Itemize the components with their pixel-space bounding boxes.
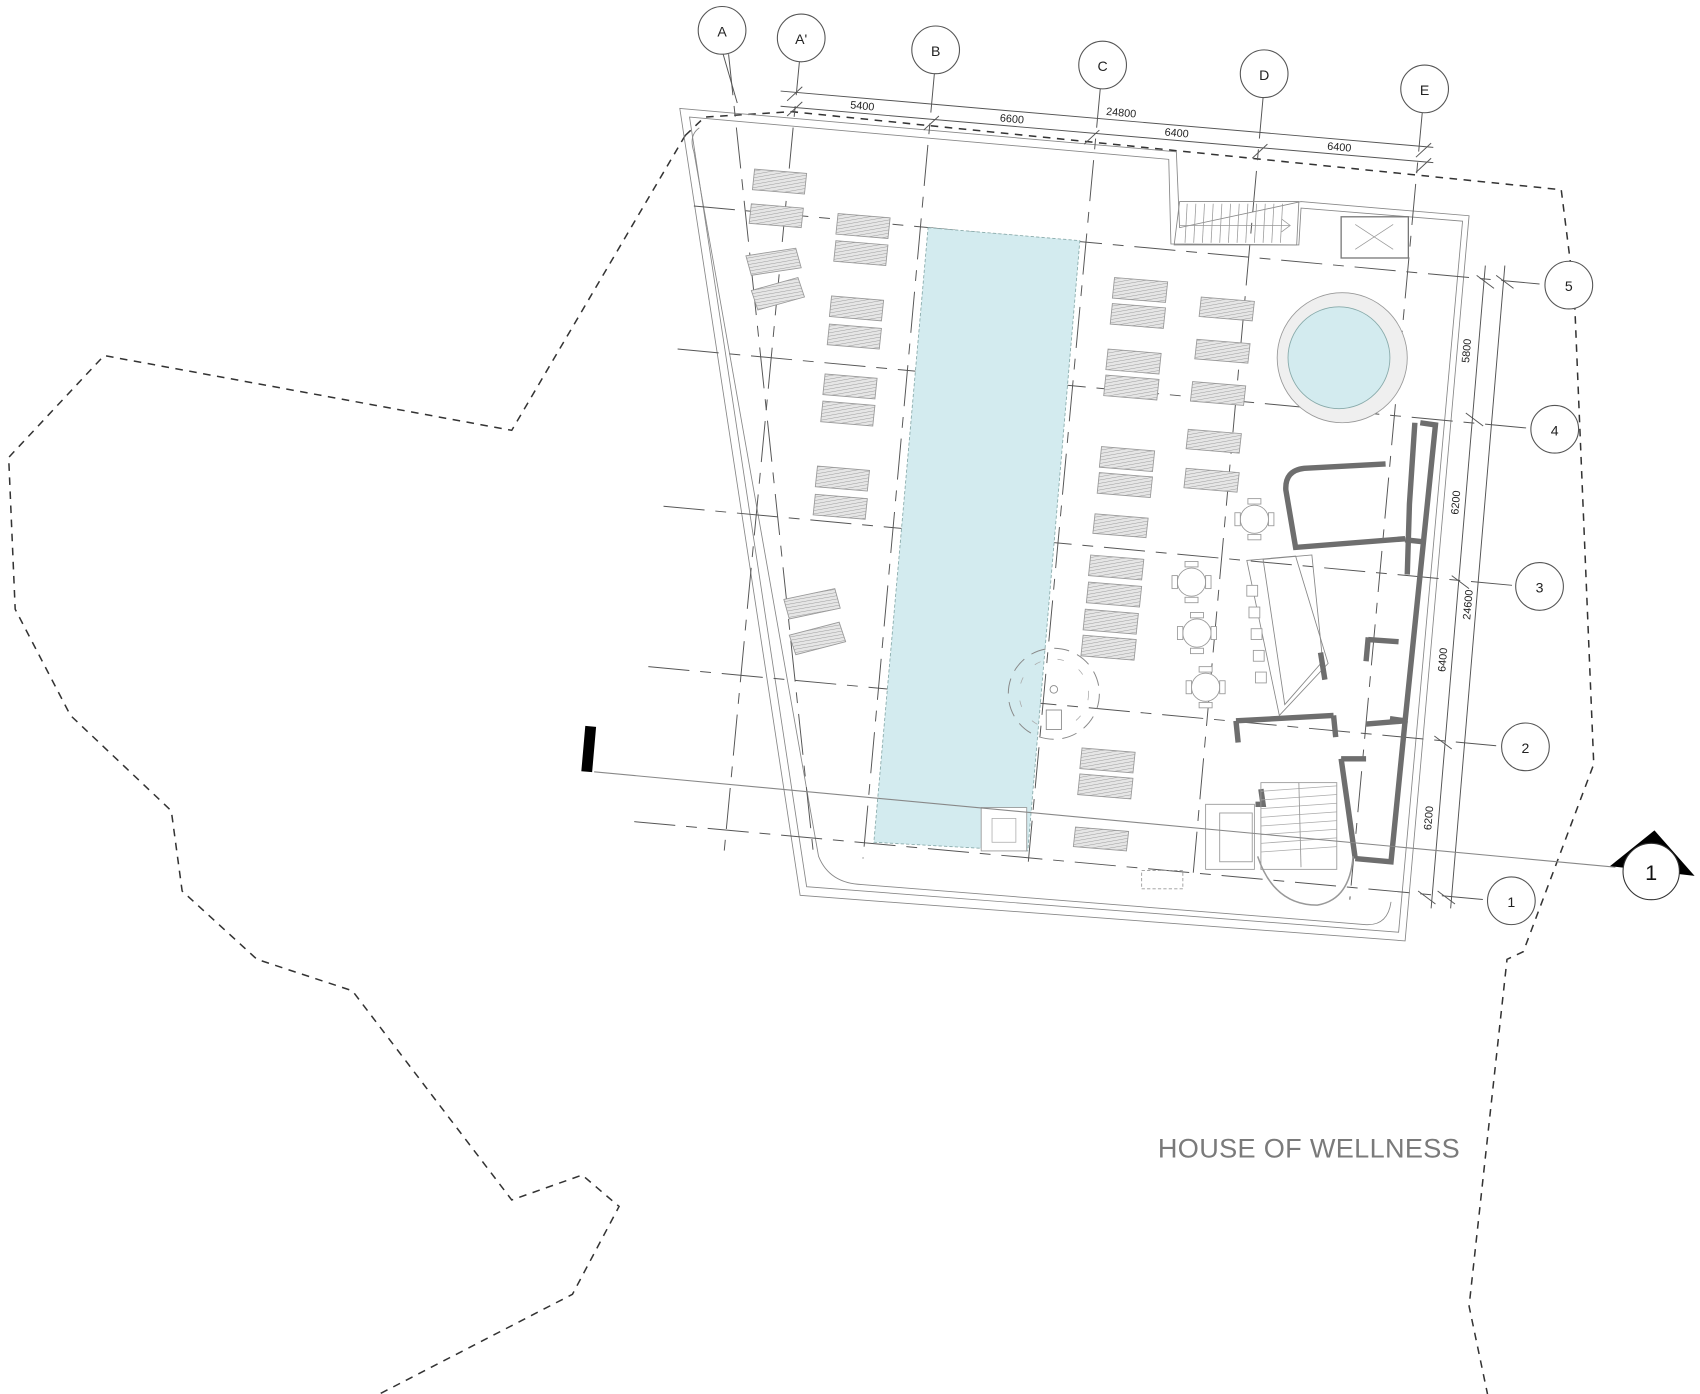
- svg-text:A': A': [795, 31, 807, 47]
- svg-text:3: 3: [1536, 580, 1544, 596]
- dining-table: [1234, 498, 1275, 541]
- dim-right-total: 24600: [1461, 589, 1476, 620]
- dining-tables: [1171, 498, 1275, 709]
- lounger: [1183, 467, 1240, 493]
- top-dimension-chain: 24800 5400 6600 6400 6400: [780, 86, 1434, 173]
- dim-right-seg-3: 6400: [1436, 647, 1450, 672]
- section-cut-line: [581, 725, 1616, 868]
- lounger: [1088, 554, 1145, 581]
- section-marker-label: 1: [1645, 860, 1657, 885]
- svg-text:2: 2: [1522, 740, 1530, 756]
- pool-step-inner: [991, 818, 1017, 843]
- south-stair: [1141, 782, 1354, 906]
- lounger: [1082, 608, 1139, 635]
- lounger: [1194, 338, 1251, 364]
- lounger: [1077, 773, 1134, 800]
- lounger: [1092, 513, 1149, 539]
- lounger: [1109, 303, 1166, 329]
- lounger: [1103, 374, 1160, 401]
- dim-right-seg-1: 5800: [1460, 338, 1474, 363]
- grid-bubble-4: 4: [1530, 404, 1580, 454]
- lounger: [814, 465, 870, 492]
- lounger: [745, 247, 802, 276]
- svg-text:D: D: [1259, 67, 1269, 83]
- grid-bubble-C: C: [1078, 40, 1128, 90]
- section-marker-1[interactable]: 1: [1610, 830, 1695, 901]
- dim-seg-3: 6400: [1164, 127, 1189, 141]
- site-boundary: [7, 110, 1595, 1394]
- dim-right-seg-2: 6200: [1449, 490, 1463, 515]
- lounger: [820, 400, 876, 427]
- grid-bubble-D: D: [1239, 49, 1289, 99]
- lounger: [1111, 277, 1169, 303]
- column-grid-bubbles: A A' B C D E: [697, 5, 1450, 114]
- pool-step-box: [980, 807, 1028, 852]
- grid-bubble-5: 5: [1544, 260, 1594, 310]
- lounger: [1096, 472, 1153, 499]
- dim-total-width: 24800: [1106, 106, 1137, 121]
- svg-text:C: C: [1098, 58, 1108, 74]
- lounger: [751, 168, 808, 195]
- drawing-title: HOUSE OF WELLNESS: [1158, 1133, 1460, 1164]
- grid-bubble-A: A: [697, 5, 747, 104]
- service-walls: [1233, 420, 1439, 865]
- lounger: [748, 203, 804, 229]
- lounger: [1072, 826, 1130, 852]
- grid-bubble-2: 2: [1501, 722, 1550, 772]
- bar-counter: [1246, 554, 1329, 717]
- lounger: [788, 621, 847, 656]
- svg-text:A: A: [717, 23, 727, 39]
- grid-bubble-A-prime: A': [776, 13, 826, 63]
- grid-bubble-B: B: [911, 25, 961, 75]
- lounger: [822, 373, 878, 400]
- dim-seg-2: 6600: [999, 112, 1024, 126]
- row-grid-bubbles: 5 4 3 2 1: [1486, 260, 1594, 926]
- dining-table: [1185, 666, 1226, 709]
- lounger: [812, 493, 868, 520]
- svg-text:4: 4: [1551, 422, 1559, 438]
- grid-bubble-1: 1: [1486, 876, 1536, 926]
- lounger: [826, 323, 882, 350]
- lounger: [783, 588, 841, 620]
- lounger: [1098, 446, 1156, 472]
- grid-bubble-3: 3: [1515, 562, 1564, 611]
- dim-right-seg-4: 6200: [1422, 806, 1436, 831]
- sun-loungers: [745, 168, 1255, 852]
- lounger: [1189, 381, 1247, 406]
- lounger: [750, 276, 806, 311]
- lounger: [1080, 634, 1137, 661]
- dim-seg-1: 5400: [850, 99, 875, 113]
- dining-table: [1171, 561, 1212, 604]
- lounger: [833, 240, 889, 267]
- plunge-pool: [1276, 292, 1408, 424]
- lounger: [1198, 296, 1255, 322]
- lounger: [1105, 348, 1162, 375]
- right-dimension-chain: 5800 6200 24600 6400 6200: [1417, 265, 1514, 909]
- dim-seg-4: 6400: [1327, 141, 1352, 155]
- svg-text:B: B: [931, 43, 940, 59]
- dining-table: [1176, 612, 1217, 655]
- lounger: [835, 213, 891, 239]
- lap-pool: [873, 227, 1081, 852]
- lounger: [1085, 581, 1143, 608]
- lounger: [828, 295, 885, 322]
- lounger: [1185, 428, 1242, 454]
- svg-text:5: 5: [1565, 278, 1573, 294]
- shower-spray-circle: [1007, 647, 1100, 740]
- row-axis-lines: [634, 205, 1540, 901]
- svg-text:E: E: [1420, 82, 1429, 98]
- lounger: [1079, 747, 1136, 774]
- building-outline: [679, 107, 1470, 942]
- grid-bubble-E: E: [1400, 64, 1450, 114]
- north-stair: [1173, 201, 1410, 259]
- svg-text:1: 1: [1507, 894, 1515, 910]
